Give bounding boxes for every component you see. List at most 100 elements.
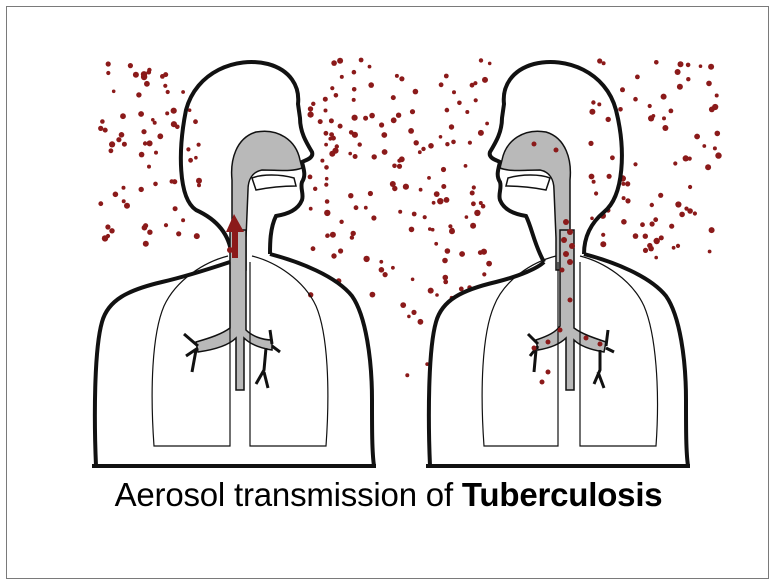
aerosol-droplet xyxy=(325,199,330,204)
aerosol-droplet xyxy=(650,221,655,226)
aerosol-droplet xyxy=(120,113,126,119)
aerosol-droplet xyxy=(139,152,145,158)
aerosol-droplet xyxy=(606,117,611,122)
aerosol-droplet xyxy=(128,63,133,68)
aerosol-droplet xyxy=(439,82,444,87)
aerosol-droplet xyxy=(669,109,674,114)
aerosol-droplet xyxy=(372,154,377,159)
aerosol-droplet xyxy=(648,104,652,108)
aerosol-droplet xyxy=(661,94,667,100)
aerosol-droplet xyxy=(413,89,419,95)
aerosol-droplet xyxy=(194,233,200,239)
aerosol-droplet xyxy=(694,134,700,140)
aerosol-droplet xyxy=(337,58,343,64)
aerosol-droplet xyxy=(186,147,190,151)
aerosol-droplet xyxy=(678,61,684,67)
aerosol-droplet xyxy=(662,125,668,131)
aerosol-droplet xyxy=(600,241,606,247)
aerosol-droplet xyxy=(379,267,385,273)
caption-prefix: Aerosol transmission of xyxy=(115,476,462,513)
aerosol-droplet xyxy=(119,132,125,138)
aerosol-droplet xyxy=(170,179,174,183)
aerosol-droplet xyxy=(324,109,328,113)
aerosol-droplet xyxy=(109,141,115,147)
aerosol-droplet xyxy=(138,111,144,117)
aerosol-droplet xyxy=(590,217,594,221)
aerosol-droplet xyxy=(313,187,317,191)
aerosol-droplet xyxy=(98,201,103,206)
aerosol-droplet xyxy=(647,243,652,248)
aerosol-droplet xyxy=(607,174,612,179)
aerosol-droplet xyxy=(439,135,443,139)
aerosol-droplet xyxy=(470,223,476,229)
aerosol-droplet xyxy=(352,87,357,92)
aerosol-droplet xyxy=(311,246,316,251)
aerosol-droplet xyxy=(683,155,689,161)
aerosol-droplet xyxy=(621,219,627,225)
aerosol-droplet xyxy=(124,203,130,209)
aerosol-droplet xyxy=(141,129,146,134)
aerosol-droplet xyxy=(643,248,648,253)
left-figure-exhaling-icon xyxy=(92,62,376,466)
aerosol-droplet xyxy=(449,228,455,234)
aerosol-droplet xyxy=(166,90,170,94)
aerosol-droplet xyxy=(329,118,334,123)
aerosol-droplet xyxy=(359,58,364,63)
aerosol-droplet xyxy=(109,228,114,233)
aerosol-droplet xyxy=(144,81,150,87)
aerosol-droplet xyxy=(171,121,177,127)
aerosol-droplet xyxy=(472,185,476,189)
caption-emphasis: Tuberculosis xyxy=(462,476,663,513)
aerosol-droplet xyxy=(105,224,110,229)
aerosol-droplet xyxy=(352,132,358,138)
aerosol-droplet xyxy=(652,114,656,118)
aerosol-droplet xyxy=(470,191,475,196)
aerosol-droplet xyxy=(478,130,484,136)
figure-caption: Aerosol transmission of Tuberculosis xyxy=(0,476,777,514)
aerosol-droplet xyxy=(309,207,313,211)
aerosol-droplet xyxy=(693,211,697,215)
aerosol-droplet xyxy=(449,124,454,129)
aerosol-droplet xyxy=(142,225,148,231)
aerosol-droplet xyxy=(482,77,488,83)
right-lung-right xyxy=(580,256,658,446)
aerosol-droplet xyxy=(194,156,198,160)
aerosol-droplet xyxy=(324,183,328,187)
aerosol-droplet xyxy=(403,184,409,190)
aerosol-droplet xyxy=(428,288,434,294)
aerosol-droplet xyxy=(702,144,706,148)
aerosol-droplet xyxy=(106,61,111,66)
right-mouth-cavity xyxy=(506,175,550,190)
aerosol-droplet xyxy=(434,242,438,246)
aerosol-droplet xyxy=(400,302,406,308)
aerosol-droplet xyxy=(122,142,127,147)
aerosol-droplet xyxy=(405,373,409,377)
aerosol-droplet xyxy=(348,152,352,156)
aerosol-droplet xyxy=(165,111,169,115)
left-mouth-cavity xyxy=(252,175,296,190)
aerosol-droplet xyxy=(709,227,715,233)
aerosol-droplet xyxy=(427,176,431,180)
aerosol-droplet xyxy=(653,217,658,222)
aerosol-droplet xyxy=(601,233,605,237)
aerosol-droplet xyxy=(318,119,323,124)
aerosol-droplet xyxy=(338,124,343,129)
aerosol-droplets xyxy=(98,58,722,378)
aerosol-droplet xyxy=(635,75,640,80)
aerosol-droplet xyxy=(100,119,105,124)
aerosol-droplet xyxy=(486,261,492,267)
aerosol-droplet xyxy=(370,292,376,298)
aerosol-droplet xyxy=(708,250,712,254)
aerosol-droplet xyxy=(196,178,202,184)
aerosol-droplet xyxy=(399,156,405,162)
aerosol-droplet xyxy=(398,210,402,214)
left-torso-outline xyxy=(95,262,230,466)
aerosol-droplet xyxy=(392,186,397,191)
aerosol-droplet xyxy=(106,234,110,238)
aerosol-droplet xyxy=(320,159,324,163)
aerosol-droplet xyxy=(147,70,152,75)
aerosol-droplet xyxy=(444,197,450,203)
aerosol-droplet xyxy=(141,71,147,77)
aerosol-droplet xyxy=(122,199,126,203)
aerosol-droplet xyxy=(418,150,422,154)
